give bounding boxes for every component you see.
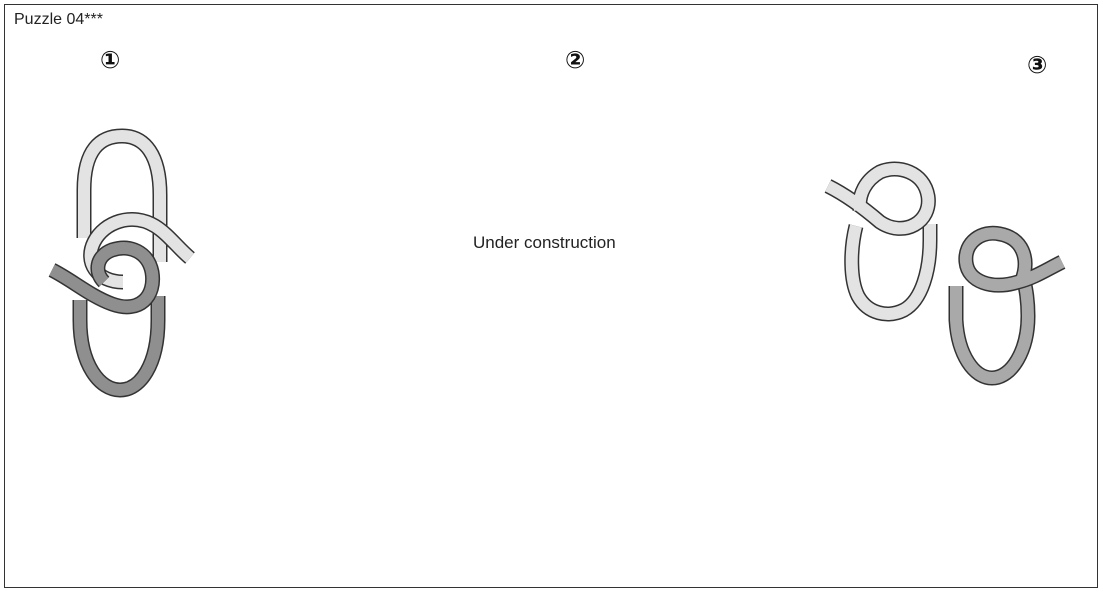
step-3-dark-ring: [956, 233, 1062, 378]
step-1-interlocked-rings: [52, 136, 190, 390]
step-3-light-ring: [828, 169, 930, 314]
dark-ring-loop: [52, 248, 153, 307]
step-3-separated-rings: [828, 169, 1062, 378]
